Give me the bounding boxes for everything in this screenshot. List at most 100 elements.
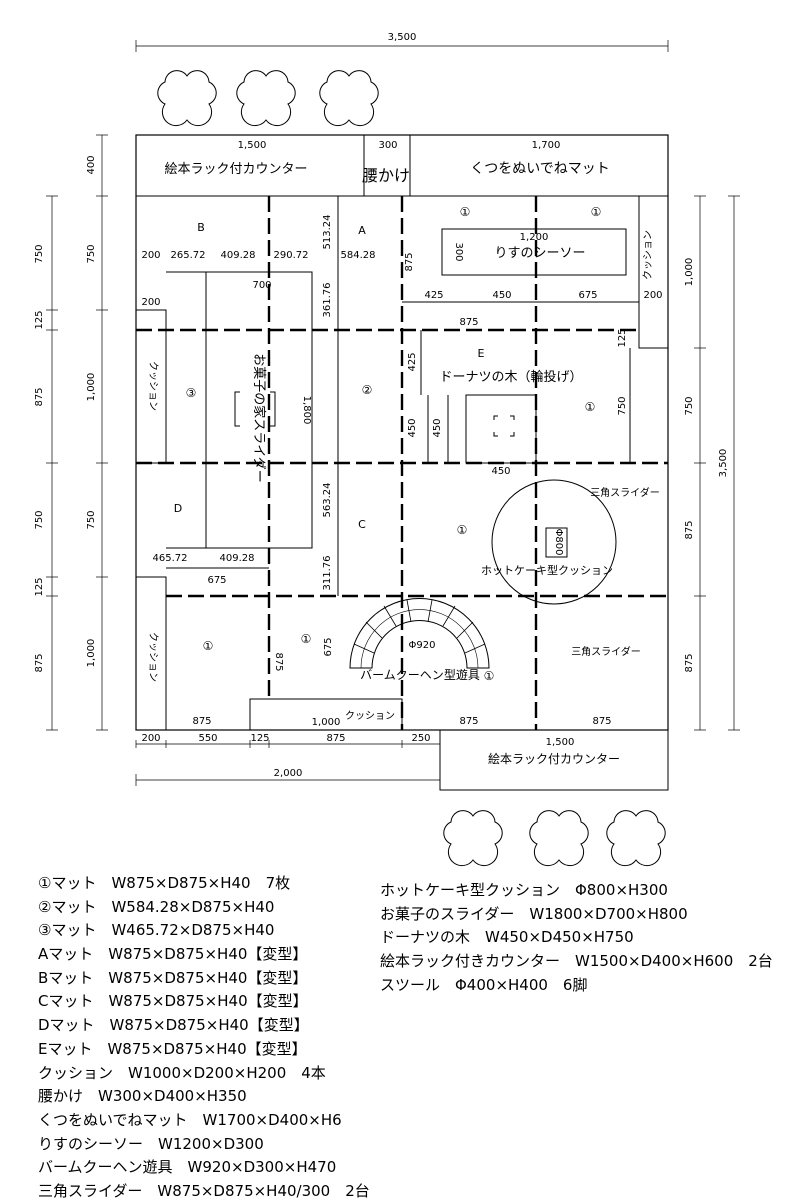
dim-right-total: 3,500 xyxy=(718,449,729,478)
mat-1-label: ① xyxy=(301,632,312,646)
counter-left-label: 絵本ラック付カウンター xyxy=(164,162,307,177)
mat-1-label: ① xyxy=(591,205,602,219)
mat-1-label: ① xyxy=(203,639,214,653)
legend-item: ②マット W584.28×D875×H40 xyxy=(38,897,275,916)
dim-left-row-b: 1,000 xyxy=(86,639,97,668)
cushion-label-left2: クッション xyxy=(147,632,159,682)
baum-label: バームクーヘン型遊具 xyxy=(360,667,480,682)
dim-bottom-total: 2,000 xyxy=(274,768,303,779)
dim-zone-a: 584.28 xyxy=(341,250,376,261)
dim-bottom-row: 550 xyxy=(198,733,217,744)
dim-left-row-b: 1,000 xyxy=(86,373,97,402)
stool-icon xyxy=(157,70,217,127)
dim-bottom-counter: 1,500 xyxy=(546,737,575,748)
dim-top-right: 425 xyxy=(424,290,443,301)
dim-top-total: 3,500 xyxy=(388,32,417,43)
dim-zone-b: 200 xyxy=(141,250,160,261)
dim-left-row: 125 xyxy=(34,577,45,596)
stool-icon xyxy=(236,70,296,127)
zone-c-label: C xyxy=(358,518,366,531)
dim-top-right: 675 xyxy=(578,290,597,301)
dim-shoe-mat: 1,700 xyxy=(532,140,561,151)
dim-left-row: 750 xyxy=(34,510,45,529)
dim-left-675: 675 xyxy=(323,637,334,656)
dim-donut-450: 450 xyxy=(491,466,510,477)
legend-item: くつをぬいでねマット W1700×D400×H6 xyxy=(38,1110,342,1129)
legend-item: バームクーヘン遊具 W920×D300×H470 xyxy=(38,1158,337,1177)
dim-bottom-row: 200 xyxy=(141,733,160,744)
legend-item: りすのシーソー W1200×D300 xyxy=(38,1134,264,1153)
dim-left-row-b: 750 xyxy=(86,244,97,263)
dim-right-row: 875 xyxy=(684,520,695,539)
legend-item: ホットケーキ型クッション Φ800×H300 xyxy=(380,881,668,899)
dim-slide-len: 1,800 xyxy=(301,396,312,425)
legend-item: 三角スライダー W875×D875×H40/300 2台 xyxy=(38,1181,370,1200)
dim-left-row: 875 xyxy=(34,653,45,672)
stool-icon xyxy=(606,810,666,867)
dim-bench: 300 xyxy=(378,140,397,151)
triangle-slider-label: 三角スライダー xyxy=(590,486,660,499)
dim-left-875: 875 xyxy=(273,652,284,671)
dim-bottom-875: 875 xyxy=(459,716,478,727)
zone-b-label: B xyxy=(197,221,205,234)
dim-donut-450: 450 xyxy=(432,418,443,437)
cushion-label-left: クッション xyxy=(147,361,159,411)
dim-cushion-w: 200 xyxy=(141,297,160,308)
legend-item: Aマット W875×D875×H40【変型】 xyxy=(38,945,308,964)
cushion-label-bottom: クッション xyxy=(345,710,395,722)
zone-e-label: E xyxy=(478,347,485,360)
dim-bottom-row: 125 xyxy=(250,733,269,744)
dim-left-row-b: 750 xyxy=(86,510,97,529)
dim-bottom-row: 250 xyxy=(411,733,430,744)
dim-zone-b: 290.72 xyxy=(274,250,309,261)
dim-seesaw-len: 1,200 xyxy=(520,232,549,243)
slide-label: お菓子の家スライダー xyxy=(251,353,267,482)
legend-item: ③マット W465.72×D875×H40 xyxy=(38,921,275,940)
dim-zone-a: 513.24 xyxy=(322,215,333,250)
dim-cushion-1000: 1,000 xyxy=(312,717,341,728)
mat-1-label: ① xyxy=(457,523,468,537)
hotcake-label: ホットケーキ型クッション xyxy=(481,563,613,577)
stool-icon xyxy=(529,810,589,867)
zone-d-label: D xyxy=(174,502,182,515)
cushion-label-right: クッション xyxy=(642,230,654,280)
zone-a-label: A xyxy=(358,224,366,237)
legend-left: ①マット W875×D875×H40 7枚 ②マット W584.28×D875×… xyxy=(38,872,370,1204)
legend-item: クッション W1000×D200×H200 4本 xyxy=(38,1063,326,1082)
dim-right-row: 1,000 xyxy=(684,258,695,287)
dim-d: 465.72 xyxy=(153,553,188,564)
dim-a-lower: 875 xyxy=(459,317,478,328)
mat-3-label: ③ xyxy=(186,386,197,400)
legend-item: Dマット W875×D875×H40【変型】 xyxy=(38,1016,309,1035)
mat-1-label: ① xyxy=(460,205,471,219)
dim-donut-450: 450 xyxy=(407,418,418,437)
dim-donut-425: 425 xyxy=(407,352,418,371)
bench-label: 腰かけ xyxy=(362,166,410,185)
dim-bottom-875: 875 xyxy=(592,716,611,727)
hotcake-diameter: Φ800 xyxy=(553,529,564,556)
dim-e-125: 125 xyxy=(617,328,628,347)
floor-plan: 3,500 1,500 300 1,700 400 750 125 875 75… xyxy=(34,32,740,867)
dim-a-side: 361.76 xyxy=(322,283,333,318)
dim-left-row: 875 xyxy=(34,387,45,406)
dim-top-right: 200 xyxy=(643,290,662,301)
dim-zone-b: 409.28 xyxy=(221,250,256,261)
donut-tree-label: ドーナツの木（輪投げ） xyxy=(439,369,582,385)
dim-top-right: 450 xyxy=(492,290,511,301)
dim-e-750: 750 xyxy=(617,396,628,415)
dim-right-row: 875 xyxy=(684,653,695,672)
counter-bottom-label: 絵本ラック付カウンター xyxy=(488,751,620,766)
baum-diameter: Φ920 xyxy=(409,640,436,651)
legend-item: ドーナツの木 W450×D450×H750 xyxy=(380,928,634,947)
mat-2-label: ② xyxy=(362,383,373,397)
legend-item: Bマット W875×D875×H40【変型】 xyxy=(38,968,308,987)
stool-icon xyxy=(443,810,503,867)
legend-item: Cマット W875×D875×H40【変型】 xyxy=(38,992,308,1011)
legend-item: Eマット W875×D875×H40【変型】 xyxy=(38,1039,307,1058)
dim-left-row: 125 xyxy=(34,310,45,329)
dim-bottom-875: 875 xyxy=(192,716,211,727)
dim-counter-h: 400 xyxy=(86,155,97,174)
triangle-slider-label: 三角スライダー xyxy=(571,645,641,658)
legend-item: ①マット W875×D875×H40 7枚 xyxy=(38,874,291,892)
legend-right: ホットケーキ型クッション Φ800×H300 お菓子のスライダー W1800×D… xyxy=(380,879,773,997)
